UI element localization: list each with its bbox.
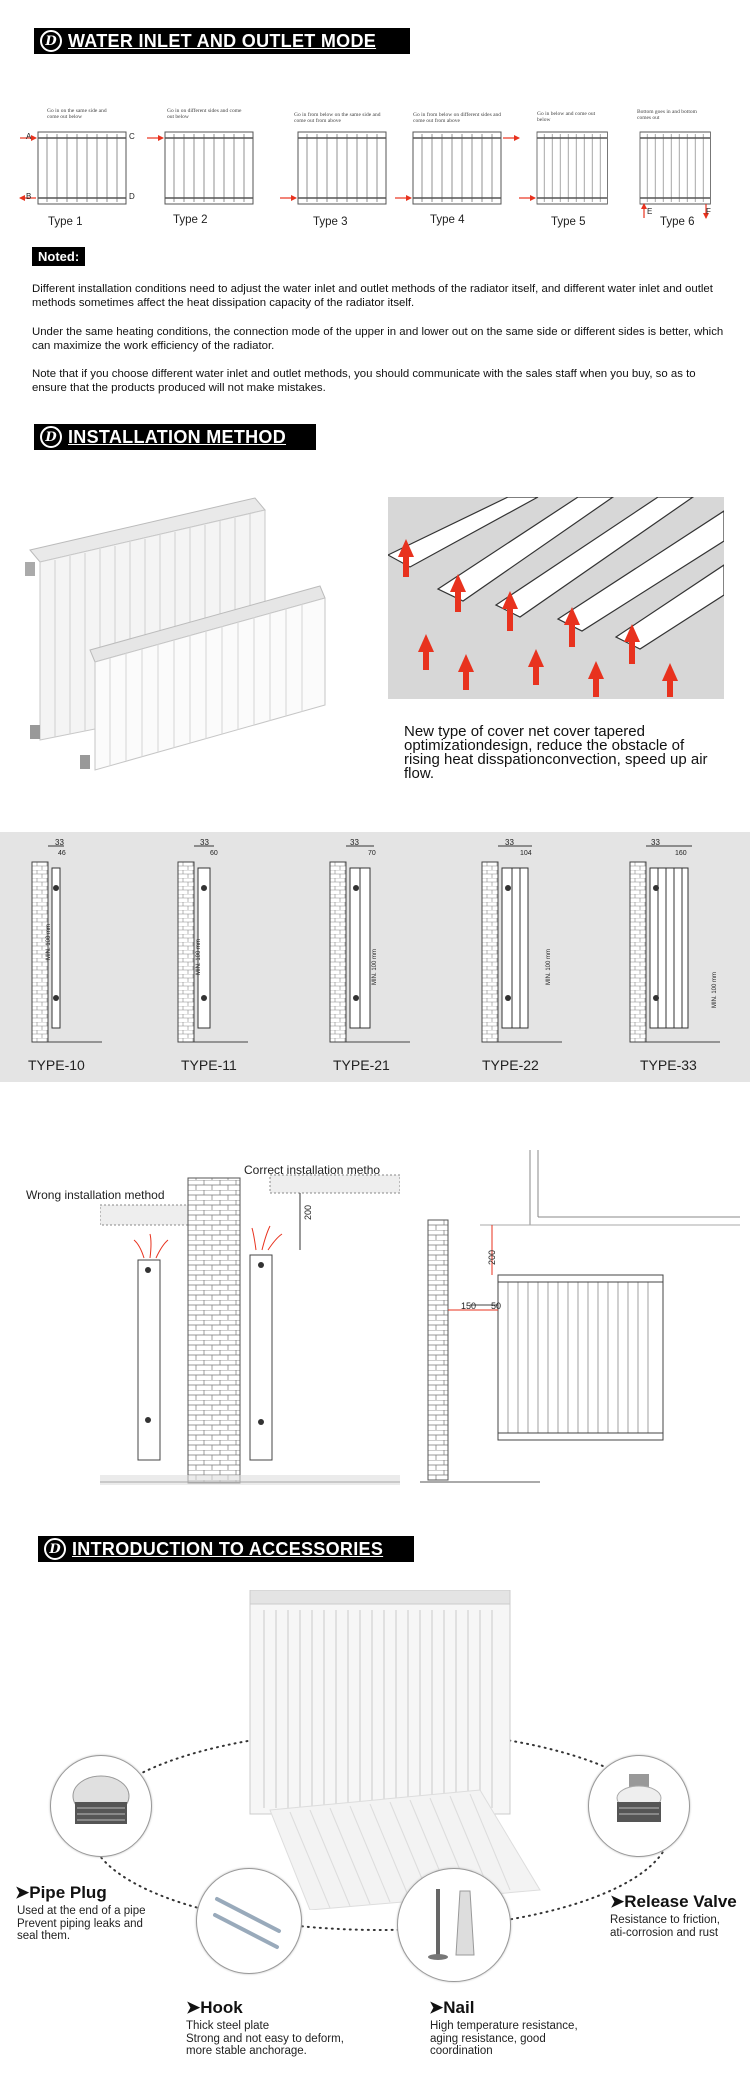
dim-top-type-33: 33 <box>651 838 660 847</box>
note-paragraph-3: Note that if you choose different water … <box>32 368 696 394</box>
type-21-diagram <box>329 845 410 1043</box>
caption-type-2: Go in on different sides and come out be… <box>167 108 242 120</box>
port-e: E <box>647 207 653 216</box>
type-33-diagram <box>629 845 720 1043</box>
type-label-3: Type 3 <box>313 216 348 228</box>
cover-net-description: New type of cover net cover tapered opti… <box>404 723 708 782</box>
min-label-type-10: MIN. 100 mm <box>46 923 52 960</box>
flow-diagrams <box>19 131 712 219</box>
type-11-diagram <box>177 845 248 1043</box>
type-label-33: TYPE-33 <box>640 1057 697 1073</box>
section-title: INSTALLATION METHOD <box>68 426 287 447</box>
nail-icon <box>428 1889 475 1960</box>
diagram-type-5 <box>519 131 609 205</box>
nail-image <box>397 1868 511 1982</box>
type-label-2: Type 2 <box>173 214 208 226</box>
dim-depth-type-10: 46 <box>58 850 66 857</box>
min-label-type-11: MIN. 100 mm <box>196 938 202 975</box>
dim-top-type-10: 33 <box>55 838 64 847</box>
brand-logo-icon: D <box>40 426 62 448</box>
port-c: C <box>129 132 135 141</box>
dim-depth-type-21: 70 <box>368 850 376 857</box>
dim-50: 50 <box>491 1301 502 1311</box>
release-valve-title: ➤Release Valve <box>610 1892 737 1911</box>
type-label-1: Type 1 <box>48 216 83 228</box>
type-label-5: Type 5 <box>551 216 586 228</box>
dim-top-type-21: 33 <box>350 838 359 847</box>
diagram-type-1 <box>19 131 127 205</box>
section-banner-accessories: D INTRODUCTION TO ACCESSORIES <box>38 1536 414 1562</box>
dim-150: 150 <box>461 1301 477 1311</box>
cover-net-illustration <box>388 497 724 699</box>
release-valve-image <box>588 1755 690 1857</box>
port-d: D <box>129 192 135 201</box>
type-diagram-band <box>0 832 750 1082</box>
wrong-installation-label: Wrong installation method <box>26 1188 165 1202</box>
pipe-plug-icon <box>72 1775 130 1824</box>
caption-type-4: Go in from below on different sides and … <box>413 112 502 124</box>
nail-title: ➤Nail <box>429 1998 475 2017</box>
port-a: A <box>26 132 32 141</box>
brand-logo-icon: D <box>40 30 62 52</box>
nail-desc: High temperature resistance, aging resis… <box>430 2020 578 2057</box>
section-banner-installation: D INSTALLATION METHOD <box>34 424 316 450</box>
pipe-plug-image <box>50 1755 152 1857</box>
release-valve-desc: Resistance to friction, ati-corrosion an… <box>610 1914 720 1939</box>
dim-depth-type-11: 60 <box>210 850 218 857</box>
hook-image <box>196 1868 302 1974</box>
type-dimension-diagrams <box>31 845 720 1043</box>
section-title: INTRODUCTION TO ACCESSORIES <box>72 1538 384 1559</box>
type-label-10: TYPE-10 <box>28 1057 85 1073</box>
dim-200-left: 200 <box>303 1204 313 1220</box>
front-view-diagram <box>420 1150 740 1483</box>
radiator-product-image <box>25 497 326 771</box>
diagram-type-6 <box>639 131 712 219</box>
min-label-type-22: MIN. 100 mm <box>546 948 552 985</box>
caption-type-3: Go in from below on the same side and co… <box>294 112 381 124</box>
noted-badge: Noted: <box>32 247 86 266</box>
diagram-type-4 <box>395 131 520 205</box>
type-label-22: TYPE-22 <box>482 1057 539 1073</box>
hook-desc: Thick steel plate Strong and not easy to… <box>186 2020 344 2057</box>
brand-logo-icon: D <box>44 1538 66 1560</box>
release-valve-icon <box>616 1774 662 1822</box>
section-banner-water: D WATER INLET AND OUTLET MODE <box>34 28 410 54</box>
correct-installation-label: Correct installation metho <box>244 1163 381 1177</box>
type-label-21: TYPE-21 <box>333 1057 390 1073</box>
note-paragraph-1: Different installation conditions need t… <box>32 283 713 309</box>
caption-type-1: Go in on the same side and come out belo… <box>47 108 107 120</box>
radiator-accessory-image <box>249 1590 541 1910</box>
port-f: F <box>706 207 711 216</box>
type-label-11: TYPE-11 <box>181 1057 237 1073</box>
type-label-4: Type 4 <box>430 214 465 226</box>
port-b: B <box>26 192 32 201</box>
diagram-type-2 <box>147 131 254 205</box>
dim-top-type-11: 33 <box>200 838 209 847</box>
hook-title: ➤Hook <box>186 1998 243 2017</box>
dim-top-type-22: 33 <box>505 838 514 847</box>
pipe-plug-title: ➤Pipe Plug <box>15 1883 107 1902</box>
type-10-diagram <box>31 845 102 1043</box>
type-22-diagram <box>481 845 562 1043</box>
wall-installation-diagram <box>100 1174 400 1485</box>
diagram-type-3 <box>280 131 387 205</box>
caption-type-5: Go in below and come out below <box>537 111 596 123</box>
hook-icon <box>213 1897 281 1949</box>
dim-depth-type-33: 160 <box>675 850 687 857</box>
dim-200-right: 200 <box>487 1249 497 1265</box>
min-label-type-33: MIN. 100 mm <box>712 971 718 1008</box>
note-paragraph-2: Under the same heating conditions, the c… <box>32 326 724 352</box>
type-label-6: Type 6 <box>660 216 695 228</box>
pipe-plug-desc: Used at the end of a pipe Prevent piping… <box>17 1905 146 1942</box>
section-title: WATER INLET AND OUTLET MODE <box>68 30 377 51</box>
min-label-type-21: MIN. 100 mm <box>372 948 378 985</box>
dim-depth-type-22: 104 <box>520 850 532 857</box>
caption-type-6: Bottom goes in and bottom comes out <box>637 109 697 121</box>
